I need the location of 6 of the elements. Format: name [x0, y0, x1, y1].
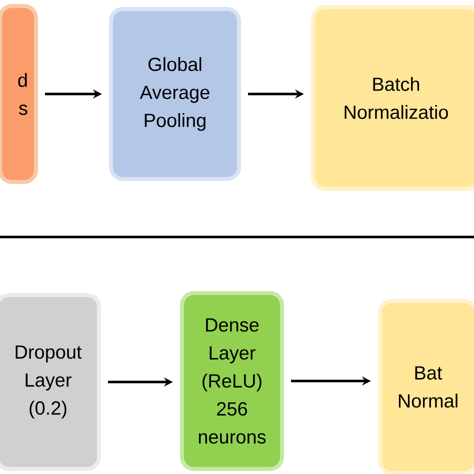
- layer-box: d s: [0, 4, 38, 184]
- layer-box: Global Average Pooling: [109, 7, 241, 181]
- layer-box: Dense Layer (ReLU) 256 neurons: [180, 291, 284, 471]
- layer-box: Bat Normal: [378, 299, 474, 474]
- layer-box: Dropout Layer (0.2): [0, 293, 101, 471]
- layer-box: Batch Normalizatio: [311, 5, 474, 191]
